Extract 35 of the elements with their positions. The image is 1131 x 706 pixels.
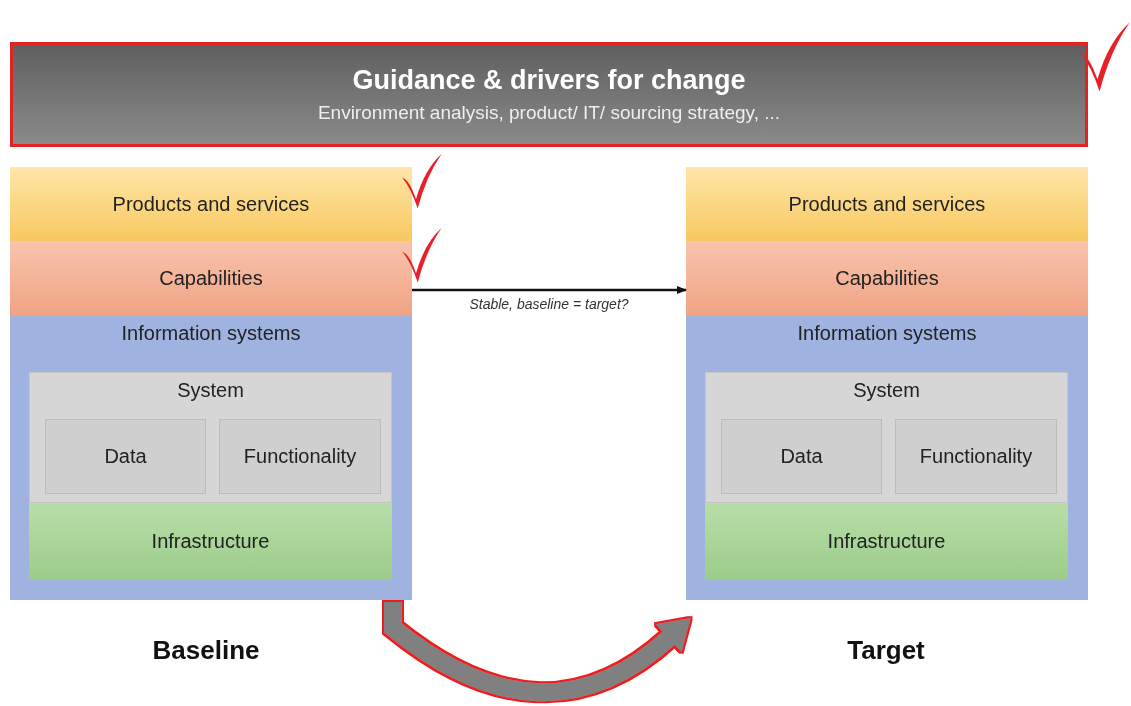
layer-label: Functionality: [243, 445, 357, 468]
layer-box: [686, 241, 1088, 316]
layer-label: System: [177, 379, 244, 402]
layer-label: Data: [104, 445, 147, 468]
layer-label: Products and services: [112, 192, 310, 216]
layer-box: [686, 316, 1088, 600]
layer-label: Information systems: [797, 322, 977, 345]
banner-title: Guidance & drivers for change: [352, 65, 746, 96]
arrow: [412, 286, 687, 294]
layer-box: [29, 372, 392, 503]
layer-box: [705, 372, 1068, 503]
layer-label: Products and services: [788, 192, 986, 216]
layer-label: Infrastructure: [827, 530, 946, 553]
column-caption: Target: [847, 635, 925, 666]
layer-label: System: [853, 379, 920, 402]
layer-box: [10, 241, 412, 316]
layer-box: [721, 419, 882, 494]
layer-label: Information systems: [121, 322, 301, 345]
layer-box: [10, 316, 412, 600]
edge-label: Stable, baseline = target?: [467, 296, 631, 312]
layer-box: [219, 419, 381, 494]
layer-box: [45, 419, 206, 494]
layer-label: Data: [780, 445, 823, 468]
layer-box: [705, 503, 1068, 580]
layer-label: Infrastructure: [151, 530, 270, 553]
layer-label: Capabilities: [159, 267, 263, 290]
column-caption: Baseline: [152, 635, 260, 666]
layer-box: [29, 503, 392, 580]
layer-label: Functionality: [919, 445, 1033, 468]
layer-box: [10, 167, 412, 241]
banner-subtitle: Environment analysis, product/ IT/ sourcing strategy, ...: [317, 102, 781, 124]
layer-label: Capabilities: [835, 267, 939, 290]
banner-box: [10, 42, 1088, 147]
layer-box: [895, 419, 1057, 494]
layer-box: [686, 167, 1088, 241]
